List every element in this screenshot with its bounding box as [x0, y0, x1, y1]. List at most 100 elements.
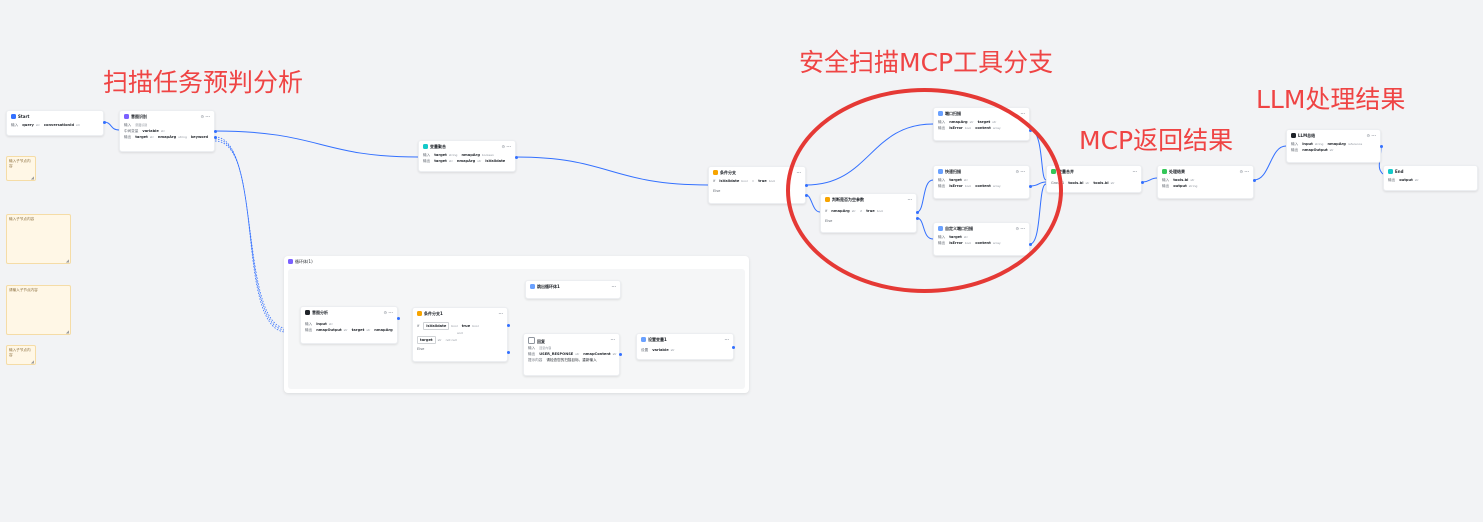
- param-type: reference: [1347, 142, 1363, 146]
- node-more-icon[interactable]: ···: [1132, 169, 1137, 174]
- annotation-llm-result: LLM处理结果: [1256, 85, 1406, 114]
- param-type: str: [149, 135, 154, 139]
- output-port[interactable]: [507, 351, 510, 354]
- output-port[interactable]: [619, 353, 622, 356]
- node-title: 意图识别: [131, 114, 147, 119]
- param-type: bool: [768, 179, 776, 183]
- param-name: keyword: [190, 135, 209, 139]
- output-port[interactable]: [103, 121, 106, 124]
- prompt-text: 请检查您的扫描目标，重新输入: [546, 358, 597, 362]
- output-port[interactable]: [1253, 179, 1256, 182]
- node-title: Start: [18, 114, 30, 119]
- sticky-note-text: 输入子节点内容: [9, 217, 35, 221]
- edge-varagg-cond1: [515, 156, 709, 186]
- node-more-icon[interactable]: ⚙ ···: [200, 114, 210, 119]
- node-title: 意图分析: [312, 310, 328, 315]
- node-more-icon[interactable]: ⚙ ···: [501, 144, 511, 149]
- param-name: output: [1173, 184, 1187, 188]
- param-type: str: [35, 123, 40, 127]
- branch-icon: [417, 311, 422, 316]
- node-more-icon[interactable]: ···: [610, 337, 615, 342]
- node-title: LLM总结: [1298, 133, 1316, 138]
- output-port[interactable]: [1141, 181, 1144, 184]
- end-icon: [1388, 169, 1393, 174]
- param-name: USER_RESPONSE: [539, 352, 574, 356]
- param-type: str: [328, 322, 333, 326]
- param-type: str: [670, 348, 675, 352]
- output-port[interactable]: [214, 136, 217, 139]
- param-type: str: [1085, 181, 1090, 185]
- node-title: 变量合并: [1058, 169, 1074, 174]
- node-title: 处理结果: [1169, 169, 1185, 174]
- node-title: 设置变量1: [648, 337, 667, 342]
- node-title: 回复: [537, 339, 545, 344]
- row-label: 输出: [1291, 148, 1299, 152]
- param-name: conversationId: [43, 123, 75, 127]
- row-label: 输入: [423, 153, 431, 157]
- node-title: 跳出循环体1: [537, 284, 560, 289]
- output-port[interactable]: [214, 130, 217, 133]
- output-port[interactable]: [515, 156, 518, 159]
- node-more-icon[interactable]: ···: [1020, 111, 1025, 116]
- sticky-note-3[interactable]: 请输入子节点内容 ◢: [6, 285, 71, 335]
- node-more-icon[interactable]: ···: [724, 337, 729, 342]
- node-more-icon[interactable]: ⚙ ···: [1239, 169, 1249, 174]
- param-name: nmapArg: [374, 328, 393, 332]
- param-name: input: [1302, 142, 1313, 146]
- node-more-icon[interactable]: ···: [498, 311, 503, 316]
- param-name: target: [351, 328, 365, 332]
- node-group-retry[interactable]: 跳出循环体1 ···: [525, 280, 621, 299]
- resize-handle-icon[interactable]: ◢: [30, 175, 34, 180]
- mcp-branch-highlight: [786, 88, 1063, 293]
- resize-handle-icon[interactable]: ◢: [30, 359, 34, 364]
- param-type: str: [448, 159, 453, 163]
- param-type: string: [1314, 142, 1324, 146]
- param-name[interactable]: isValidate: [423, 322, 450, 330]
- row-label: 输出: [528, 352, 536, 356]
- param-type: str: [612, 352, 617, 356]
- resize-handle-icon[interactable]: ◢: [65, 258, 69, 263]
- node-title: 条件分支: [720, 170, 736, 175]
- code-icon: [1162, 169, 1167, 174]
- param-value: 回复内容: [539, 346, 552, 350]
- param-value: true: [758, 179, 767, 183]
- resize-handle-icon[interactable]: ◢: [65, 329, 69, 334]
- sticky-note-2[interactable]: 输入子节点内容 ◢: [6, 214, 71, 264]
- param-type: bool: [451, 324, 458, 328]
- param-name: target: [135, 135, 148, 139]
- output-port[interactable]: [1380, 145, 1383, 148]
- row-label: 输出: [124, 135, 132, 139]
- sticky-note-4[interactable]: 输入子节点内容 ◢: [6, 345, 36, 365]
- node-more-icon[interactable]: ···: [611, 284, 616, 289]
- sticky-note-1[interactable]: 输入子节点内容 ◢: [6, 156, 36, 181]
- node-title: 变量聚合: [430, 144, 446, 149]
- logic-operator[interactable]: and: [457, 331, 463, 335]
- node-more-icon[interactable]: ⚙ ···: [1366, 133, 1376, 138]
- output-port[interactable]: [507, 324, 510, 327]
- param-value: true: [461, 324, 471, 328]
- param-type: str: [477, 159, 482, 163]
- row-label: if: [417, 324, 420, 328]
- node-more-icon[interactable]: ⚙ ···: [383, 310, 393, 315]
- param-type: string: [448, 153, 458, 157]
- output-port[interactable]: [397, 317, 400, 320]
- loop-break-icon: [530, 284, 535, 289]
- param-type: str: [437, 338, 442, 342]
- operator[interactable]: =: [751, 179, 755, 183]
- row-label: 输出: [1162, 184, 1170, 188]
- param-name: query: [22, 123, 34, 127]
- param-name[interactable]: target: [417, 336, 436, 344]
- param-type: str: [343, 328, 348, 332]
- output-port[interactable]: [732, 346, 735, 349]
